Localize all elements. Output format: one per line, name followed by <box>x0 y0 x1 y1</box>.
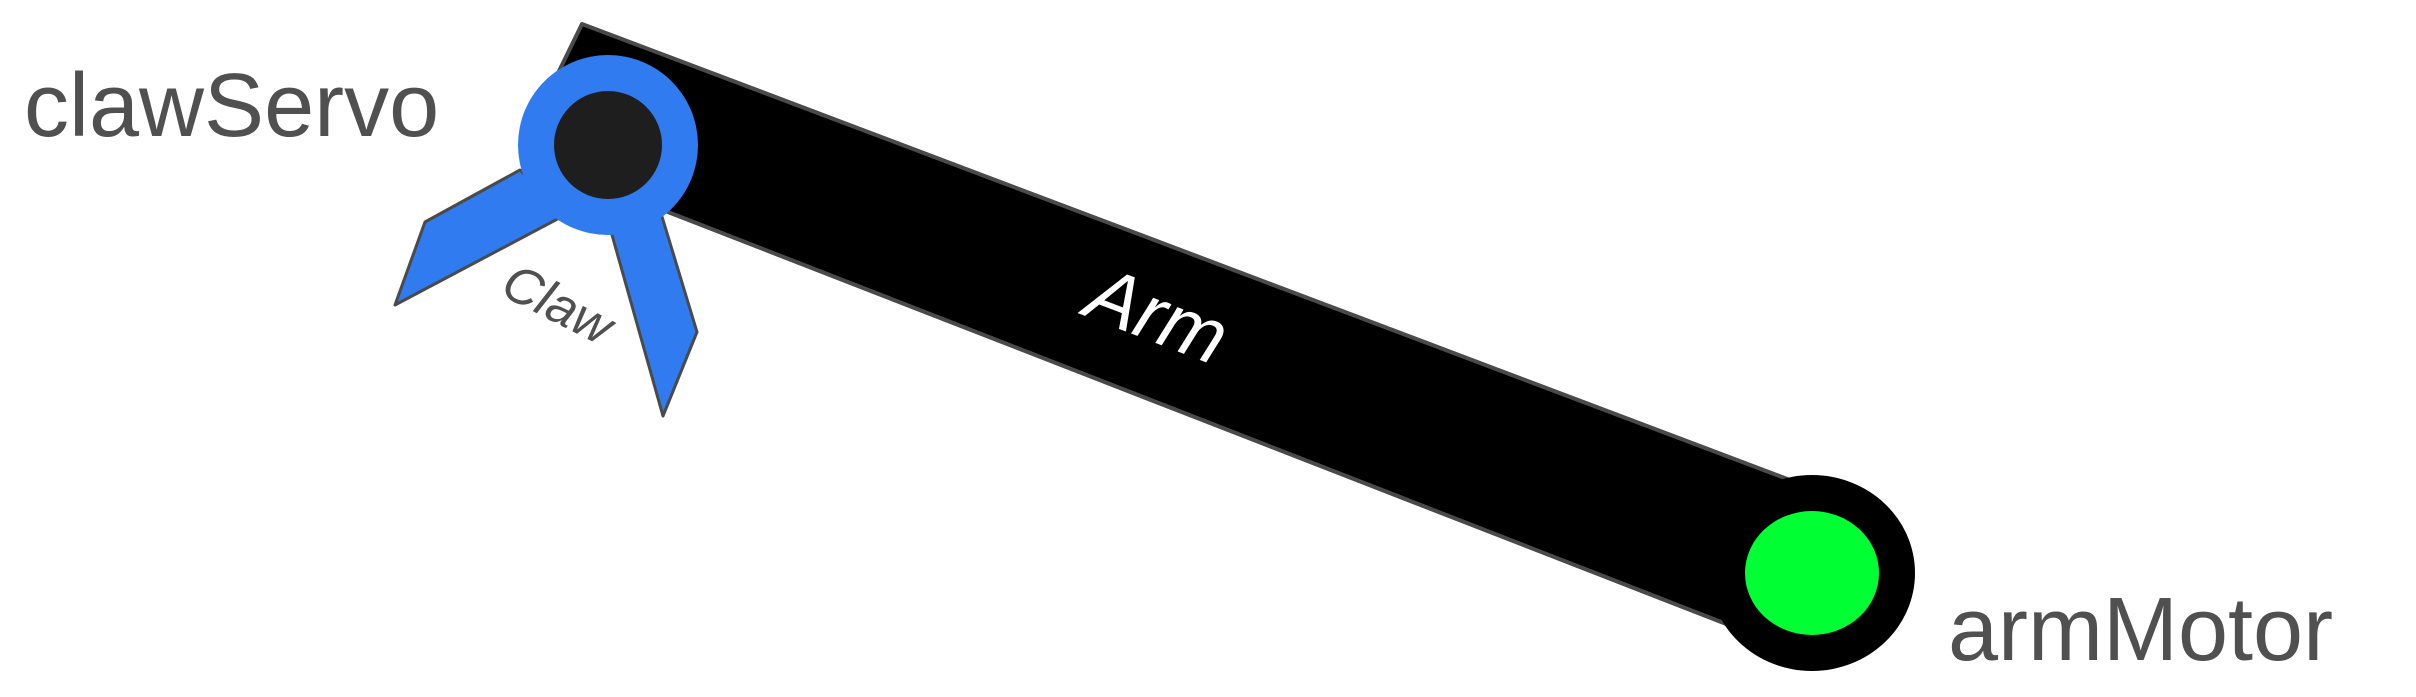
claw-right-finger <box>603 208 699 418</box>
claw-servo-label: clawServo <box>24 56 439 156</box>
claw-label: Claw <box>493 253 625 359</box>
claw-servo-center <box>552 89 664 201</box>
arm-motor-label: armMotor <box>1948 580 2333 680</box>
arm-motor-center <box>1745 511 1879 635</box>
